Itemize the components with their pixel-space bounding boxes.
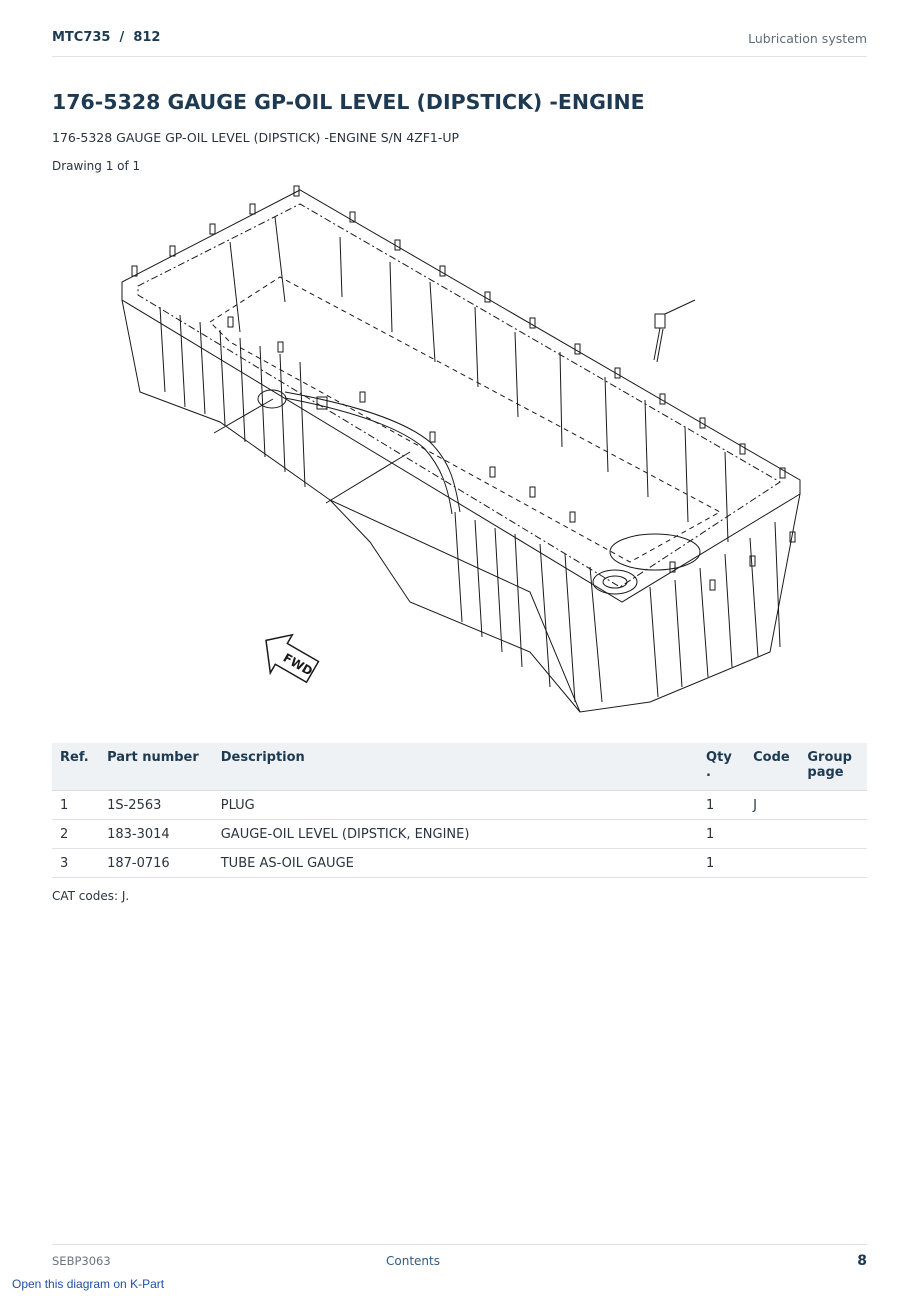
dipstick-tube-outer xyxy=(284,397,453,515)
leader-line-tube xyxy=(325,451,411,504)
cell-description: PLUG xyxy=(212,790,699,820)
pan-floor xyxy=(209,276,722,563)
cell-part-number: 187-0716 xyxy=(99,848,213,878)
cell-ref: 3 xyxy=(52,848,100,878)
page-footer: SEBP3063 Contents 8 xyxy=(52,1244,867,1275)
table-row: 3 187-0716 TUBE AS-OIL GAUGE 1 xyxy=(52,848,867,878)
cell-group-page xyxy=(799,848,867,878)
page-title: 176-5328 GAUGE GP-OIL LEVEL (DIPSTICK) -… xyxy=(52,90,645,114)
cell-group-page xyxy=(799,790,867,820)
header-description: Description xyxy=(212,743,699,791)
leader-line-gauge xyxy=(213,398,274,434)
dipstick-tube xyxy=(284,391,461,513)
cell-ref: 2 xyxy=(52,819,100,849)
cell-group-page xyxy=(799,819,867,849)
oil-pan-diagram: FWD xyxy=(121,185,801,713)
parts-table: Ref. Part number Description Qty . Code … xyxy=(52,743,867,878)
cell-part-number: 1S-2563 xyxy=(99,790,213,820)
open-in-kpart-link[interactable]: Open this diagram on K-Part xyxy=(12,1277,165,1291)
document-page: MTC735 / 812 Lubrication system 176-5328… xyxy=(52,0,867,1300)
cell-code: J xyxy=(745,790,800,820)
cell-ref: 1 xyxy=(52,790,100,820)
pan-bottom xyxy=(329,499,581,713)
leader-line-plug xyxy=(664,299,696,315)
cell-qty: 1 xyxy=(698,819,746,849)
header-qty: Qty . xyxy=(698,743,746,791)
cell-code xyxy=(745,848,800,878)
cell-description: GAUGE-OIL LEVEL (DIPSTICK, ENGINE) xyxy=(212,819,699,849)
header-group-page: Group page xyxy=(799,743,867,791)
contents-link[interactable]: Contents xyxy=(386,1254,440,1268)
table-row: 1 1S-2563 PLUG 1 J xyxy=(52,790,867,820)
pan-ribs xyxy=(159,216,781,703)
page-number: 8 xyxy=(857,1253,867,1269)
section-label: Lubrication system xyxy=(748,31,867,46)
cat-codes-note: CAT codes: J. xyxy=(52,889,130,903)
plug-part xyxy=(653,313,666,363)
cell-part-number: 183-3014 xyxy=(99,819,213,849)
page-header: MTC735 / 812 Lubrication system xyxy=(52,28,867,57)
table-row: 2 183-3014 GAUGE-OIL LEVEL (DIPSTICK, EN… xyxy=(52,819,867,849)
model-label: MTC735 / 812 xyxy=(52,30,161,45)
drain-hole xyxy=(602,575,628,589)
sump-bowl xyxy=(609,533,701,571)
document-id: SEBP3063 xyxy=(52,1254,111,1268)
cell-description: TUBE AS-OIL GAUGE xyxy=(212,848,699,878)
tube-clamp xyxy=(316,396,328,410)
header-ref: Ref. xyxy=(52,743,100,791)
cell-code xyxy=(745,819,800,849)
pan-flange-inner xyxy=(137,203,781,588)
drain-boss xyxy=(592,569,638,595)
cell-qty: 1 xyxy=(698,848,746,878)
header-part-number: Part number xyxy=(99,743,213,791)
fwd-arrow-icon: FWD xyxy=(265,633,320,684)
drawing-count: Drawing 1 of 1 xyxy=(52,159,141,173)
header-code: Code xyxy=(745,743,800,791)
pan-skirt xyxy=(121,299,801,713)
page-subtitle: 176-5328 GAUGE GP-OIL LEVEL (DIPSTICK) -… xyxy=(52,130,460,145)
table-header-row: Ref. Part number Description Qty . Code … xyxy=(52,743,867,791)
dipstick-handle xyxy=(257,389,287,409)
cell-qty: 1 xyxy=(698,790,746,820)
flange-bolts xyxy=(131,185,796,591)
